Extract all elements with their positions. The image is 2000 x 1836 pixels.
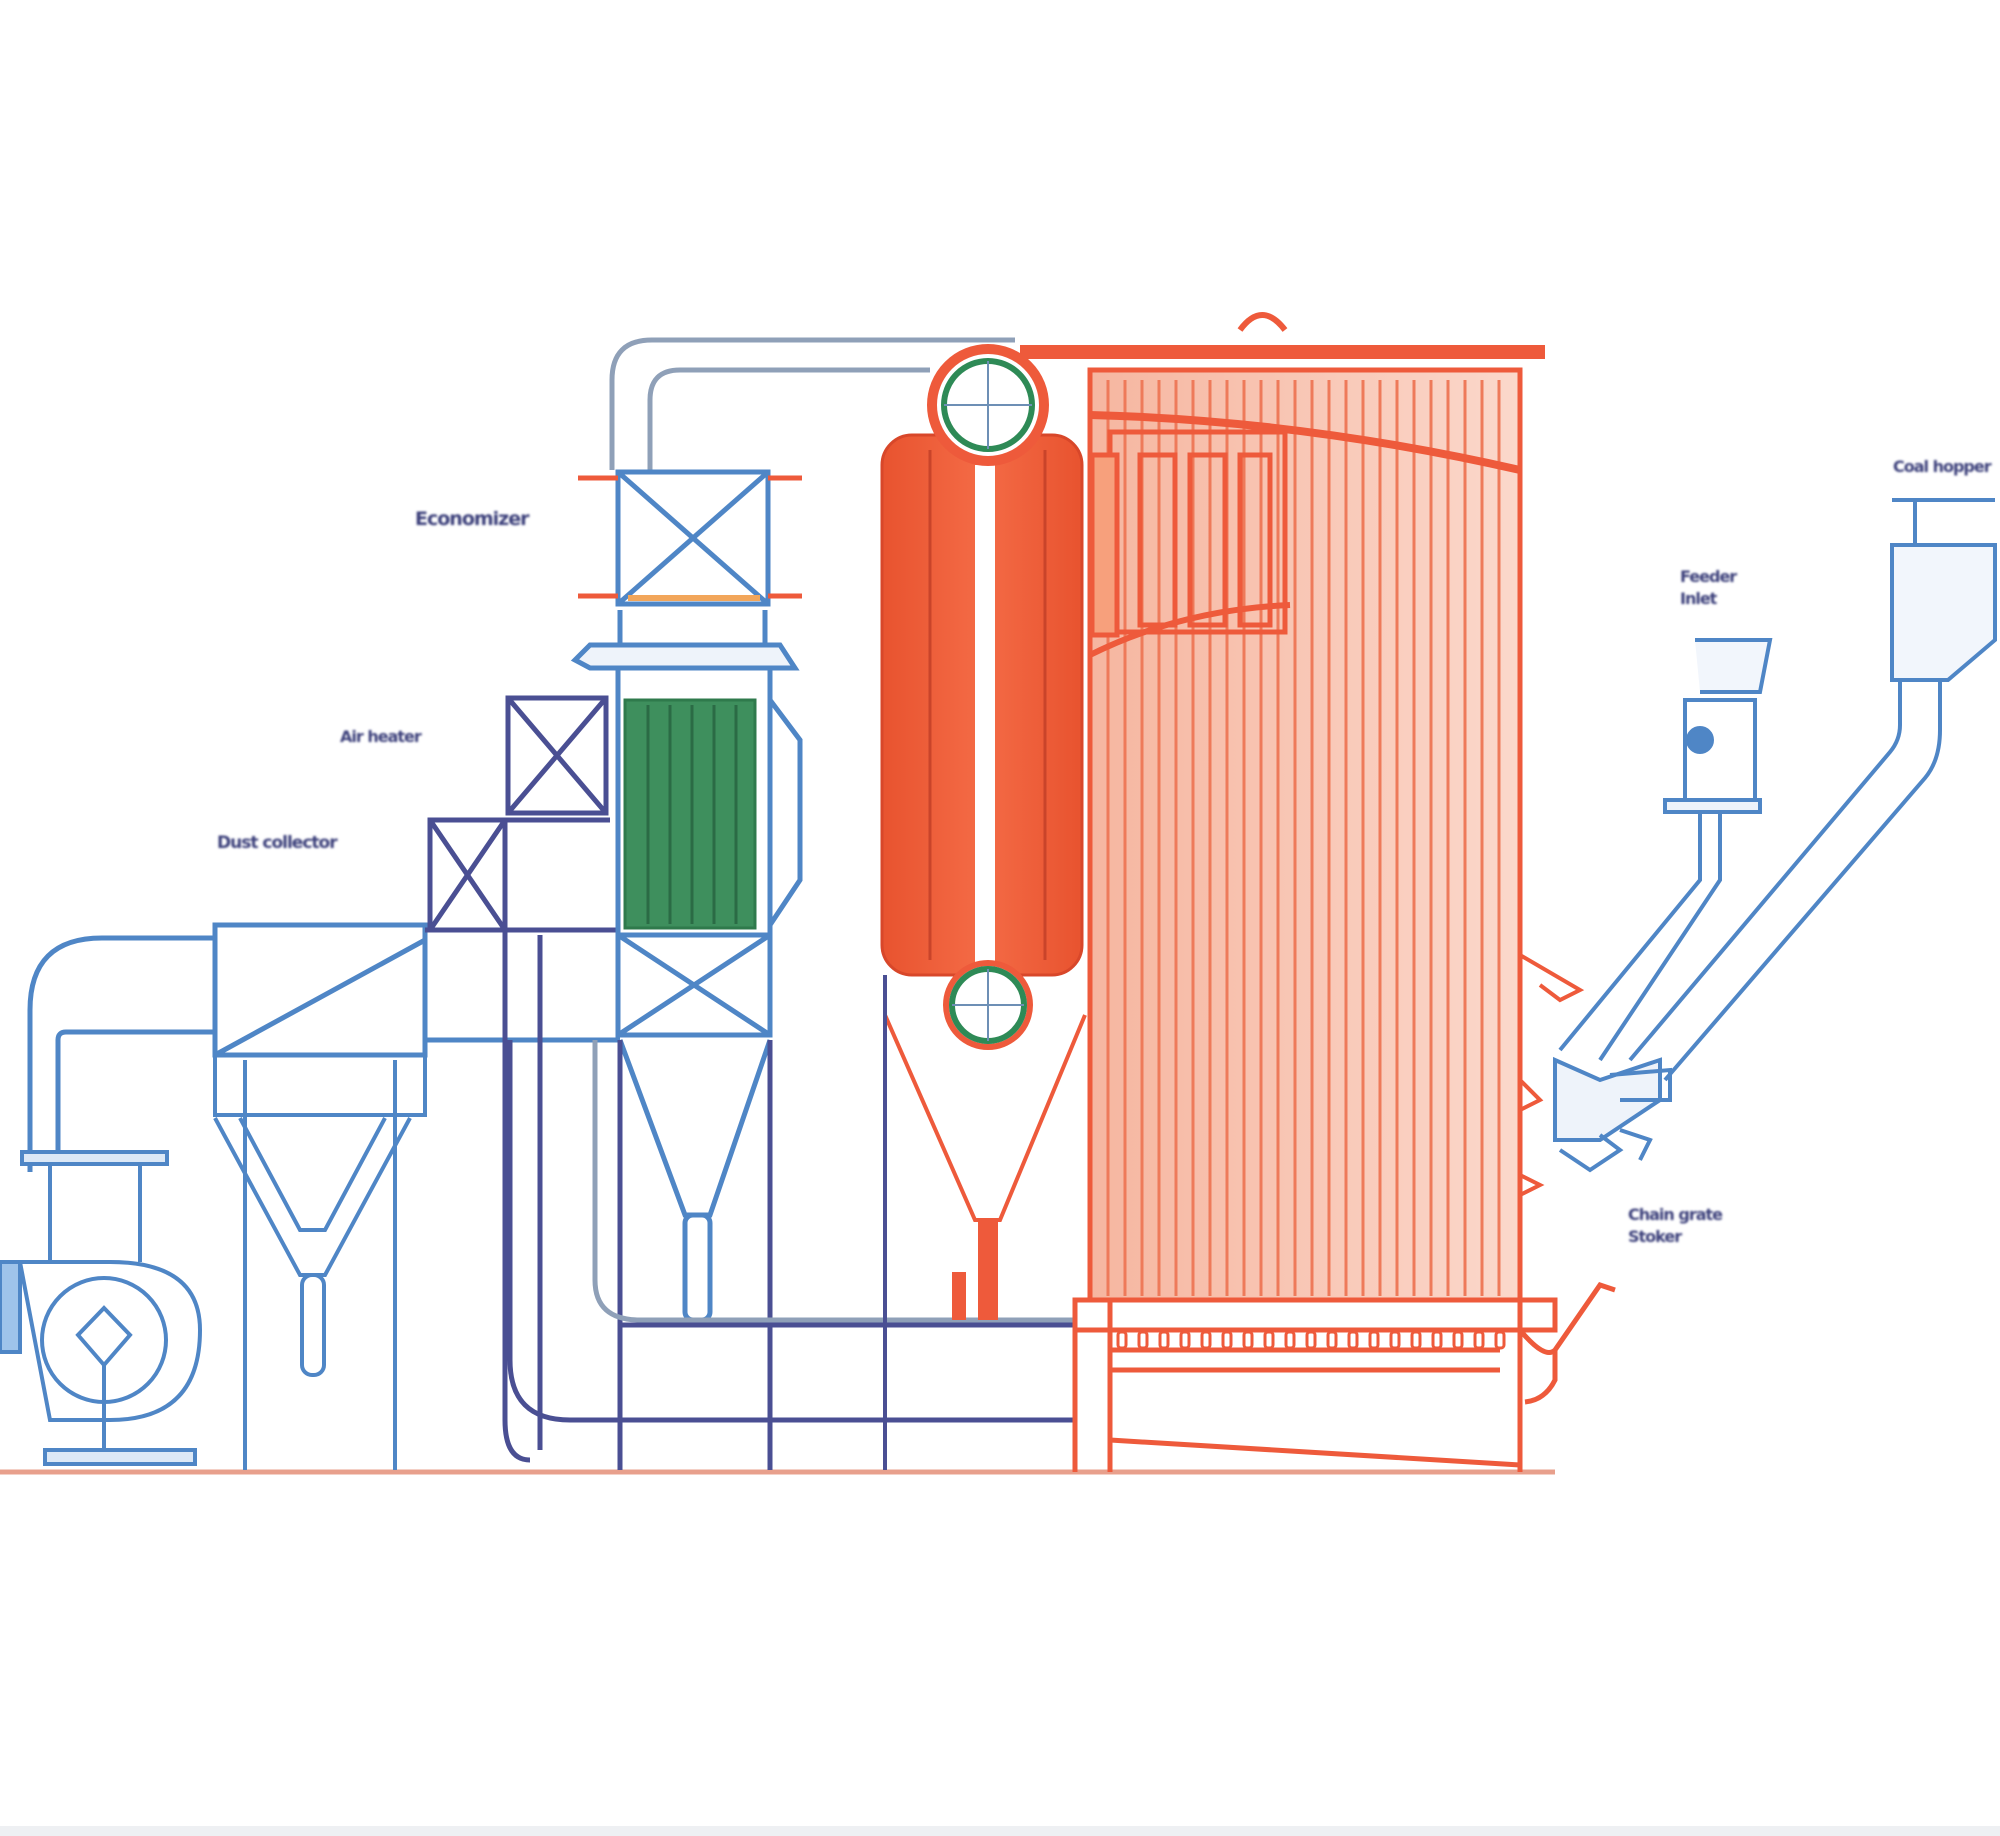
grate-link: [1242, 1330, 1254, 1350]
label-feeder-line2: Inlet: [1680, 589, 1717, 608]
label-coal-hopper: Coal hopper: [1893, 457, 1992, 476]
label-air-heater: Air heater: [340, 727, 422, 746]
grate-link: [1116, 1330, 1128, 1350]
label-feeder: Feeder Inlet: [1680, 566, 1737, 610]
mud-drum-icon: [943, 960, 1033, 1050]
furnace: [1020, 312, 1585, 1303]
grate-link: [1158, 1330, 1170, 1350]
cyclone-icon: [213, 1053, 427, 1470]
grate-link: [1473, 1330, 1485, 1350]
fan-icon: [0, 935, 215, 1466]
air-heater: [425, 695, 620, 1463]
bottom-rule: [0, 1826, 2000, 1836]
label-economizer: Economizer: [415, 508, 529, 530]
drum-icon: [927, 344, 1049, 466]
grate-link: [1137, 1330, 1149, 1350]
flue-duct-left: [212, 922, 620, 1058]
label-dust-collector: Dust collector: [217, 833, 338, 853]
grate-link: [1368, 1330, 1380, 1350]
label-chain-line2: Stoker: [1628, 1227, 1682, 1246]
grate-link: [1389, 1330, 1401, 1350]
grate-link: [1494, 1330, 1506, 1350]
water-wall-tubes: [1106, 380, 1501, 1296]
grate-link: [1179, 1330, 1191, 1350]
label-chain-line1: Chain grate: [1628, 1205, 1723, 1224]
grate-link: [1263, 1330, 1275, 1350]
grate-links: [1116, 1330, 1506, 1350]
grate-link: [1284, 1330, 1296, 1350]
grate-link: [1431, 1330, 1443, 1350]
coal-feeder: [1553, 498, 1997, 1173]
economizer: [507, 337, 1075, 1470]
label-feeder-line1: Feeder: [1680, 567, 1737, 586]
grate-link: [1410, 1330, 1422, 1350]
grate-link: [1452, 1330, 1464, 1350]
label-chain-grate: Chain grate Stoker: [1628, 1204, 1723, 1248]
grate-link: [1347, 1330, 1359, 1350]
grate-link: [1305, 1330, 1317, 1350]
grate-link: [1200, 1330, 1212, 1350]
grate-link: [1326, 1330, 1338, 1350]
steam-drum-section: [880, 344, 1087, 1470]
chain-grate: [1072, 1282, 1616, 1472]
grate-link: [1221, 1330, 1233, 1350]
